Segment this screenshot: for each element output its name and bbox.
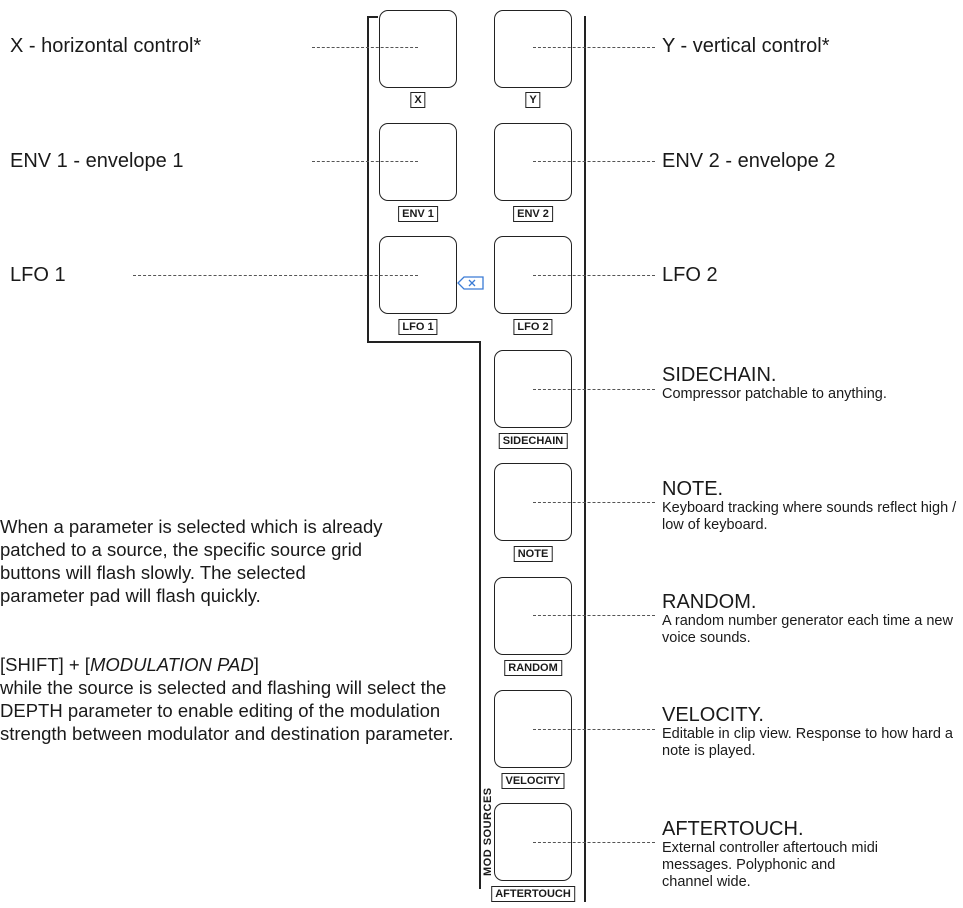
mod-sources-label: MOD SOURCES (482, 787, 494, 876)
tag-env2: ENV 2 (513, 206, 553, 222)
leader-aftertouch (533, 842, 655, 843)
label-env1: ENV 1 - envelope 1 (10, 150, 184, 172)
info-shortcut-suffix: ] (253, 654, 259, 675)
left-column-frame-left (367, 16, 369, 342)
tag-velocity: VELOCITY (501, 773, 565, 789)
source-title-note: NOTE. (662, 478, 724, 500)
label-lfo1: LFO 1 (10, 264, 66, 286)
tag-random: RANDOM (504, 660, 562, 676)
leader-env2 (533, 161, 655, 162)
leader-env1 (312, 161, 418, 162)
pad-env2[interactable] (494, 123, 572, 201)
tag-y: Y (525, 92, 541, 108)
source-title-random: RANDOM. (662, 591, 757, 613)
pad-random[interactable] (494, 577, 572, 655)
label-x: X - horizontal control* (10, 35, 202, 57)
source-desc-velocity: Editable in clip view. Response to how h… (662, 726, 953, 759)
leader-note (533, 502, 655, 503)
leader-lfo1 (133, 275, 418, 276)
tag-aftertouch: AFTERTOUCH (491, 886, 575, 902)
source-desc-random: A random number generator each time a ne… (662, 613, 953, 646)
tag-lfo2: LFO 2 (513, 319, 553, 335)
info-paragraph-depth: while the source is selected and flashin… (0, 677, 454, 744)
left-column-frame-top (367, 16, 378, 18)
source-desc-aftertouch: External controller aftertouch midi mess… (662, 840, 878, 890)
pad-env1[interactable] (379, 123, 457, 201)
left-column-frame-bottom (367, 341, 480, 343)
source-desc-note: Keyboard tracking where sounds reflect h… (662, 500, 957, 533)
tag-lfo1: LFO 1 (398, 319, 438, 335)
tag-sidechain: SIDECHAIN (498, 433, 568, 449)
label-lfo2: LFO 2 (662, 264, 718, 286)
leader-random (533, 615, 655, 616)
leader-y (533, 47, 655, 48)
pad-x[interactable] (379, 10, 457, 88)
leader-sidechain (533, 389, 655, 390)
info-shortcut-prefix: [SHIFT] + [ (0, 654, 90, 675)
tag-note: NOTE (513, 546, 553, 562)
mod-sources-frame-right (584, 16, 586, 902)
leader-velocity (533, 729, 655, 730)
tag-env1: ENV 1 (398, 206, 438, 222)
label-y: Y - vertical control* (662, 35, 830, 57)
source-title-sidechain: SIDECHAIN. (662, 364, 777, 386)
source-title-aftertouch: AFTERTOUCH. (662, 818, 804, 840)
label-env2: ENV 2 - envelope 2 (662, 150, 836, 172)
info-paragraph-flash: When a parameter is selected which is al… (0, 516, 383, 606)
source-title-velocity: VELOCITY. (662, 704, 764, 726)
info-shortcut: [SHIFT] + [MODULATION PAD] (0, 653, 460, 676)
source-desc-sidechain: Compressor patchable to anything. (662, 386, 887, 402)
backspace-icon (457, 276, 484, 290)
tag-x: X (410, 92, 426, 108)
info-shortcut-key: MODULATION PAD (89, 654, 254, 675)
pad-y[interactable] (494, 10, 572, 88)
mod-sources-frame-left (479, 341, 481, 889)
leader-lfo2 (533, 275, 655, 276)
leader-x (312, 47, 418, 48)
